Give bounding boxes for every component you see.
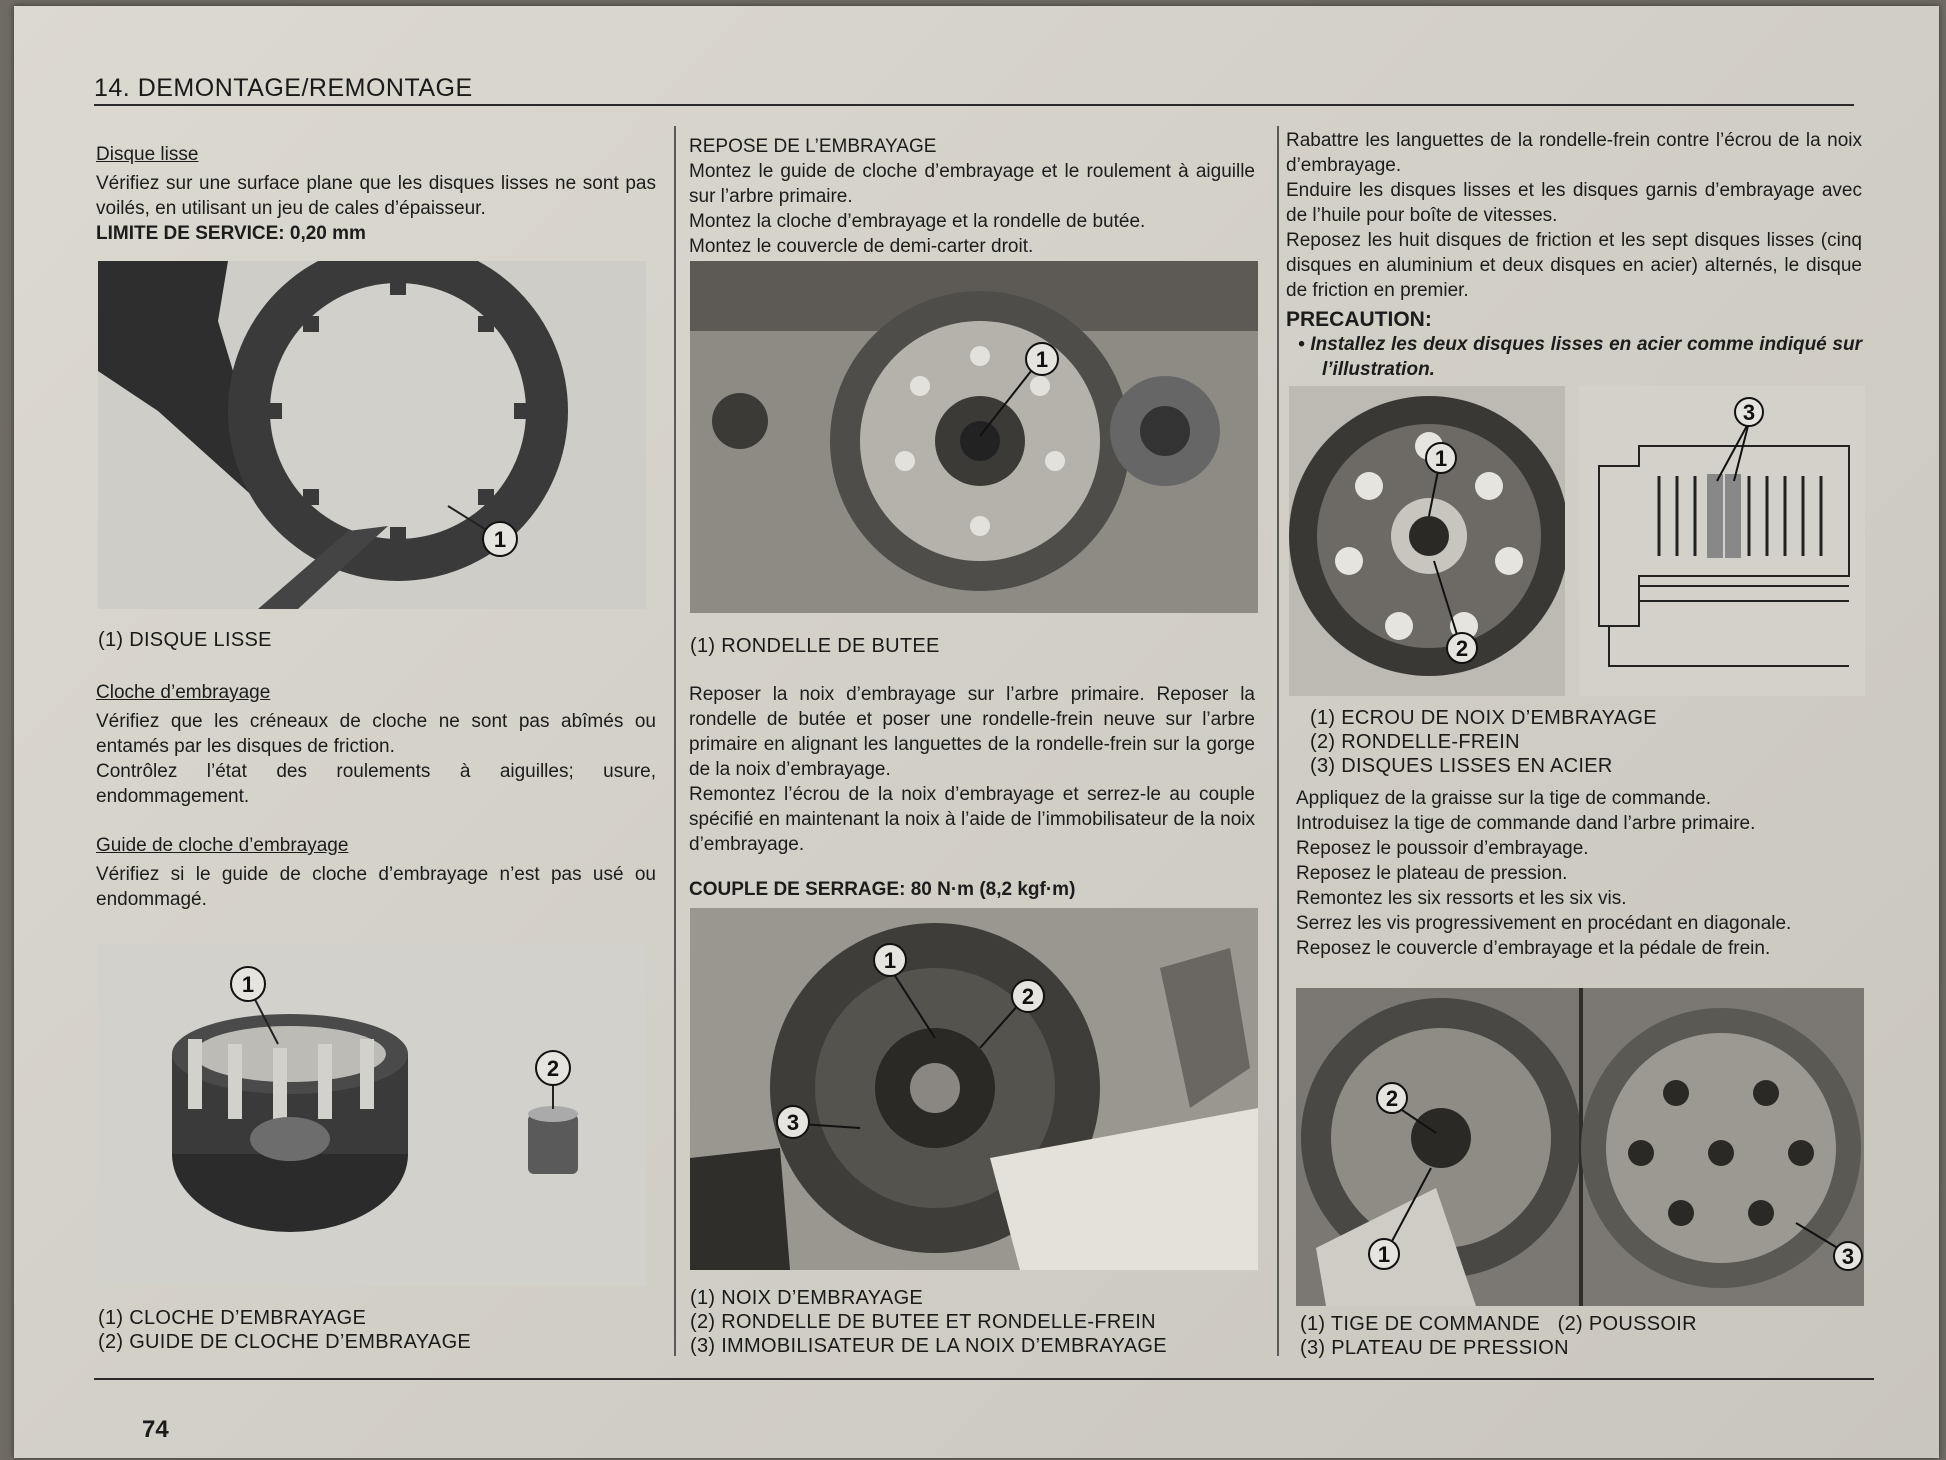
caption-line: (2) RONDELLE DE BUTEE ET RONDELLE-FREIN <box>690 1311 1156 1333</box>
sec-cloche-title: Cloche d’embrayage <box>96 682 271 703</box>
col3-text-4: Appliquez de la graisse sur la tige de c… <box>1296 788 1712 809</box>
col3-text-10: Reposez le couvercle d’embrayage et la p… <box>1296 938 1771 959</box>
sec-guide-title: Guide de cloche d’embrayage <box>96 835 349 856</box>
figure-noix-embrayage: 1 2 3 <box>690 908 1258 1270</box>
caption-line: (1) NOIX D’EMBRAYAGE <box>690 1287 924 1309</box>
service-limit: LIMITE DE SERVICE: 0,20 mm <box>96 223 366 244</box>
figure-cloche-embrayage: 1 2 <box>98 944 646 1286</box>
caption-line: (1) RONDELLE DE BUTEE <box>690 635 940 657</box>
repose-title: REPOSE DE L’EMBRAYAGE <box>689 136 937 157</box>
caption-noix-embrayage: (1) NOIX D’EMBRAYAGE (2) RONDELLE DE BUT… <box>690 1286 1167 1358</box>
repose-text-4: Reposer la noix d’embrayage sur l’arbre … <box>689 684 1255 780</box>
col3-text-5: Introduisez la tige de commande dand l’a… <box>1296 813 1756 834</box>
column-1: Disque lisse Vérifiez sur une surface pl… <box>96 142 656 246</box>
torque-spec: COUPLE DE SERRAGE: 80 N·m (8,2 kgf·m) <box>689 879 1076 900</box>
callout-3: 3 <box>1842 1244 1854 1269</box>
caption-line: (3) DISQUES LISSES EN ACIER <box>1310 755 1613 777</box>
callout-3: 3 <box>1743 400 1755 425</box>
callout-1: 1 <box>1036 347 1048 372</box>
caption-line: (2) RONDELLE-FREIN <box>1310 731 1520 753</box>
caption-line: (1) DISQUE LISSE <box>98 629 272 651</box>
caution-title: PRECAUTION: <box>1286 308 1432 331</box>
sec-cloche-text-1: Vérifiez que les créneaux de cloche ne s… <box>96 711 656 757</box>
caption-line: (1) ECROU DE NOIX D’EMBRAYAGE <box>1310 707 1657 729</box>
sec-cloche-text-2: Contrôlez l’état des roulements à aiguil… <box>96 761 656 807</box>
figure-plateau-pression: 1 2 3 <box>1296 988 1864 1306</box>
caption-rondelle-butee: (1) RONDELLE DE BUTEE <box>690 634 940 658</box>
caption-line: (3) PLATEAU DE PRESSION <box>1300 1337 1569 1359</box>
caption-line: (1) TIGE DE COMMANDE (2) POUSSOIR <box>1300 1313 1697 1335</box>
col3-text-3: Reposez les huit disques de friction et … <box>1286 230 1862 301</box>
header-rule <box>94 104 1854 106</box>
manual-page: 14. DEMONTAGE/REMONTAGE Disque lisse Vér… <box>14 6 1939 1458</box>
caption-cloche: (1) CLOCHE D’EMBRAYAGE (2) GUIDE DE CLOC… <box>98 1306 471 1354</box>
col3-text-7: Reposez le plateau de pression. <box>1296 863 1568 884</box>
caption-line: (2) GUIDE DE CLOCHE D’EMBRAYAGE <box>98 1331 472 1353</box>
callout-2: 2 <box>1456 636 1468 661</box>
sec-disque-lisse-text: Vérifiez sur une surface plane que les d… <box>96 173 656 219</box>
caption-plateau-pression: (1) TIGE DE COMMANDE (2) POUSSOIR (3) PL… <box>1300 1312 1697 1360</box>
page-number: 74 <box>142 1416 169 1443</box>
callout-2: 2 <box>547 1056 559 1081</box>
column-3: Rabattre les languettes de la rondelle-f… <box>1286 128 1862 382</box>
caption-line: (1) CLOCHE D’EMBRAYAGE <box>98 1307 367 1329</box>
col3-text-2: Enduire les disques lisses et les disque… <box>1286 180 1862 226</box>
figure-disque-lisse: 1 <box>98 261 646 609</box>
column-2: REPOSE DE L’EMBRAYAGE Montez le guide de… <box>689 134 1255 259</box>
repose-text-3: Montez le couvercle de demi-carter droit… <box>689 236 1034 257</box>
repose-text-1: Montez le guide de cloche d’embrayage et… <box>689 161 1255 207</box>
sec-disque-lisse-title: Disque lisse <box>96 144 199 165</box>
column-1-lower: Cloche d’embrayage Vérifiez que les crén… <box>96 680 656 912</box>
callout-1: 1 <box>1435 446 1447 471</box>
callout-2: 2 <box>1022 984 1034 1009</box>
caption-disque-lisse: (1) DISQUE LISSE <box>98 628 272 652</box>
caution-item: • Installez les deux disques lisses en a… <box>1298 334 1862 380</box>
column-3-lower: Appliquez de la graisse sur la tige de c… <box>1296 786 1862 961</box>
caption-line: (3) IMMOBILISATEUR DE LA NOIX D’EMBRAYAG… <box>690 1335 1167 1357</box>
figure-rondelle-butee: 1 <box>690 261 1258 613</box>
callout-1: 1 <box>884 948 896 973</box>
callout-1: 1 <box>1378 1242 1390 1267</box>
diagram-disques-acier: 3 <box>1579 386 1865 696</box>
repose-text-5: Remontez l’écrou de la noix d’embrayage … <box>689 784 1255 855</box>
sec-guide-text: Vérifiez si le guide de cloche d’embraya… <box>96 864 656 910</box>
figure-ecrou-noix: 1 2 <box>1289 386 1565 696</box>
callout-3: 3 <box>787 1110 799 1135</box>
column-divider-1 <box>674 126 676 1356</box>
repose-text-2: Montez la cloche d’embrayage et la ronde… <box>689 211 1146 232</box>
callout-2: 2 <box>1386 1086 1398 1111</box>
col3-text-9: Serrez les vis progressivement en procéd… <box>1296 913 1792 934</box>
section-header: 14. DEMONTAGE/REMONTAGE <box>94 74 473 102</box>
callout-1: 1 <box>242 972 254 997</box>
callout-1: 1 <box>494 527 506 552</box>
col3-text-6: Reposez le poussoir d’embrayage. <box>1296 838 1589 859</box>
col3-text-1: Rabattre les languettes de la rondelle-f… <box>1286 130 1862 176</box>
caption-ecrou-noix: (1) ECROU DE NOIX D’EMBRAYAGE (2) RONDEL… <box>1310 706 1657 778</box>
col3-text-8: Remontez les six ressorts et les six vis… <box>1296 888 1627 909</box>
column-2-lower: Reposer la noix d’embrayage sur l’arbre … <box>689 682 1255 902</box>
footer-rule <box>94 1378 1874 1380</box>
column-divider-2 <box>1277 126 1279 1356</box>
